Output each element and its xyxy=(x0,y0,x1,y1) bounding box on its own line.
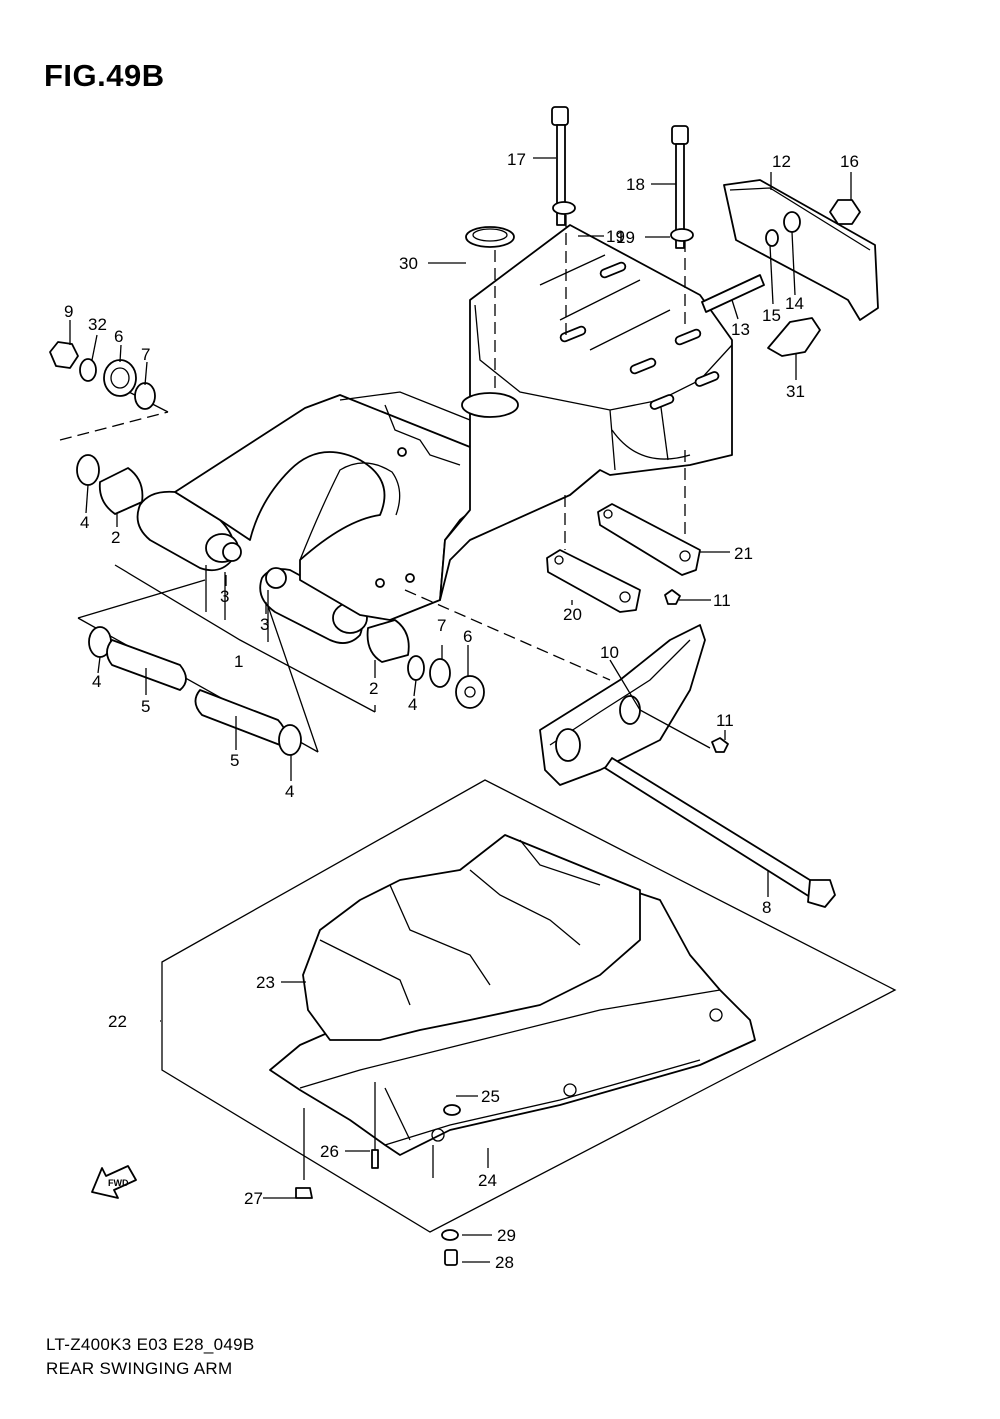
callout-5: 5 xyxy=(141,697,150,716)
callout-21: 21 xyxy=(734,544,753,563)
callout-4b: 4 xyxy=(92,672,101,691)
callout-11: 11 xyxy=(713,591,731,610)
drawing-name: REAR SWINGING ARM xyxy=(46,1359,233,1378)
callout-17: 17 xyxy=(507,150,526,169)
callout-12: 12 xyxy=(772,152,791,171)
callout-20: 20 xyxy=(563,605,582,624)
swing-arm-body xyxy=(136,224,733,644)
callout-9: 9 xyxy=(64,302,73,321)
callout-2b: 2 xyxy=(369,679,378,698)
callout-6: 6 xyxy=(114,327,123,346)
callout-4c: 4 xyxy=(408,695,417,714)
callout-7: 7 xyxy=(141,345,150,364)
callout-8: 8 xyxy=(762,898,771,917)
callout-5b: 5 xyxy=(230,751,239,770)
callout-24: 24 xyxy=(478,1171,497,1190)
callout-7b: 7 xyxy=(437,616,446,635)
fwd-label: FWD xyxy=(108,1178,129,1188)
callout-19b: 19 xyxy=(616,228,635,247)
callout-numbers: 1 2 2 3 3 4 4 4 4 5 5 6 6 7 7 8 9 10 11 … xyxy=(64,150,859,1272)
skid-plate-assembly xyxy=(269,834,756,1266)
callout-1: 1 xyxy=(234,652,243,671)
callout-18: 18 xyxy=(626,175,645,194)
callout-3: 3 xyxy=(220,587,229,606)
callout-32: 32 xyxy=(88,315,107,334)
callout-19: 19 xyxy=(606,227,625,246)
drawing-code: LT-Z400K3 E03 E28_049B xyxy=(46,1335,255,1354)
callout-leaders xyxy=(69,157,852,1263)
plates-bracket-axle xyxy=(539,503,836,908)
bolts-and-guide xyxy=(551,106,879,357)
skid-plate-group-outline xyxy=(161,779,897,1233)
callout-31: 31 xyxy=(786,382,805,401)
callout-10: 10 xyxy=(600,643,619,662)
callout-15: 15 xyxy=(762,306,781,325)
callout-11b: 11 xyxy=(716,711,734,730)
callout-25: 25 xyxy=(481,1087,500,1106)
callout-29: 29 xyxy=(497,1226,516,1245)
callout-4: 4 xyxy=(80,513,89,532)
callout-27: 27 xyxy=(244,1189,263,1208)
callout-6b: 6 xyxy=(463,627,472,646)
callout-23: 23 xyxy=(256,973,275,992)
callout-4d: 4 xyxy=(285,782,294,801)
callout-16: 16 xyxy=(840,152,859,171)
figure-title: FIG.49B xyxy=(44,58,165,93)
fwd-arrow-icon: FWD xyxy=(91,1165,137,1199)
callout-13: 13 xyxy=(731,320,750,339)
callout-30: 30 xyxy=(399,254,418,273)
callout-22: 22 xyxy=(108,1012,127,1031)
callout-28: 28 xyxy=(495,1253,514,1272)
callout-14: 14 xyxy=(785,294,804,313)
callout-2: 2 xyxy=(111,528,120,547)
callout-26: 26 xyxy=(320,1142,339,1161)
callout-3b: 3 xyxy=(260,615,269,634)
